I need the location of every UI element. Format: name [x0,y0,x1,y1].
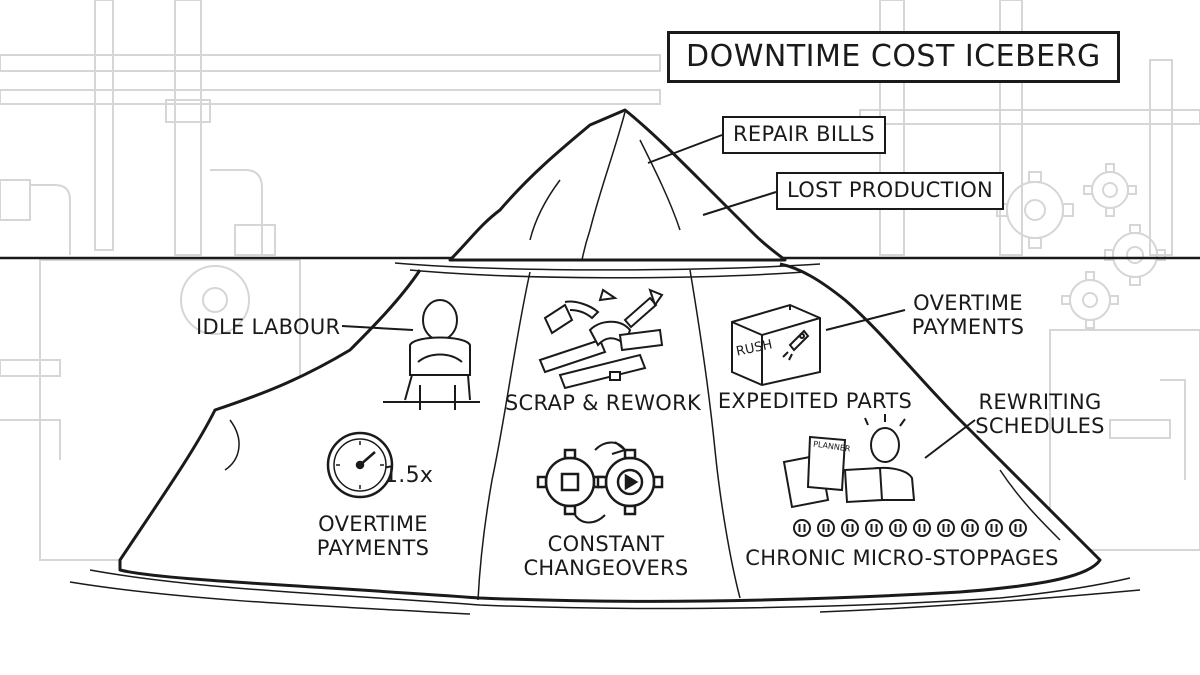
planner-worker-icon [782,414,916,509]
changeover-gears-icon [536,441,664,524]
iceberg-underwater [118,262,1102,603]
label-scrap-rework: SCRAP & REWORK [504,391,702,415]
label-overtime-payments-right-line1: OVERTIME [913,291,1023,315]
background-pipes [0,0,1200,561]
pause-icon-row [793,519,1027,537]
label-idle-labour: IDLE LABOUR [196,315,341,339]
label-rewriting-schedules-line1: REWRITING [978,390,1102,414]
label-overtime-payments-right: OVERTIME PAYMENTS [911,291,1025,339]
water-ripples [69,262,1141,615]
label-lost-production: LOST PRODUCTION [776,172,1005,210]
label-overtime-payments-left-line1: OVERTIME [318,512,428,536]
iceberg-tip [448,108,787,262]
label-expedited-parts: EXPEDITED PARTS [717,389,913,413]
label-rewriting-schedules-line2: SCHEDULES [975,413,1105,438]
leader-lines [341,134,976,459]
idle-worker-icon [383,299,480,410]
label-constant-changeovers-line1: CONSTANT [547,532,665,556]
label-rewriting-schedules: REWRITING SCHEDULES [975,390,1105,438]
label-repair-bills: REPAIR BILLS [722,116,886,154]
stopwatch-icon [326,431,394,499]
diagram-title: DOWNTIME COST ICEBERG [667,31,1120,83]
label-overtime-payments-right-line2: PAYMENTS [911,314,1025,339]
rush-box-icon [731,303,821,387]
iceberg-facets [224,269,1061,601]
label-chronic-micro-stoppages: CHRONIC MICRO-STOPPAGES [745,546,1059,570]
stopwatch-value: 1.5x [384,463,434,488]
label-constant-changeovers: CONSTANT CHANGEOVERS [523,532,689,580]
label-overtime-payments-left-line2: PAYMENTS [316,535,430,560]
scrap-pile-icon [538,288,664,390]
label-overtime-payments-left: OVERTIME PAYMENTS [316,512,430,560]
label-constant-changeovers-line2: CHANGEOVERS [523,555,689,580]
